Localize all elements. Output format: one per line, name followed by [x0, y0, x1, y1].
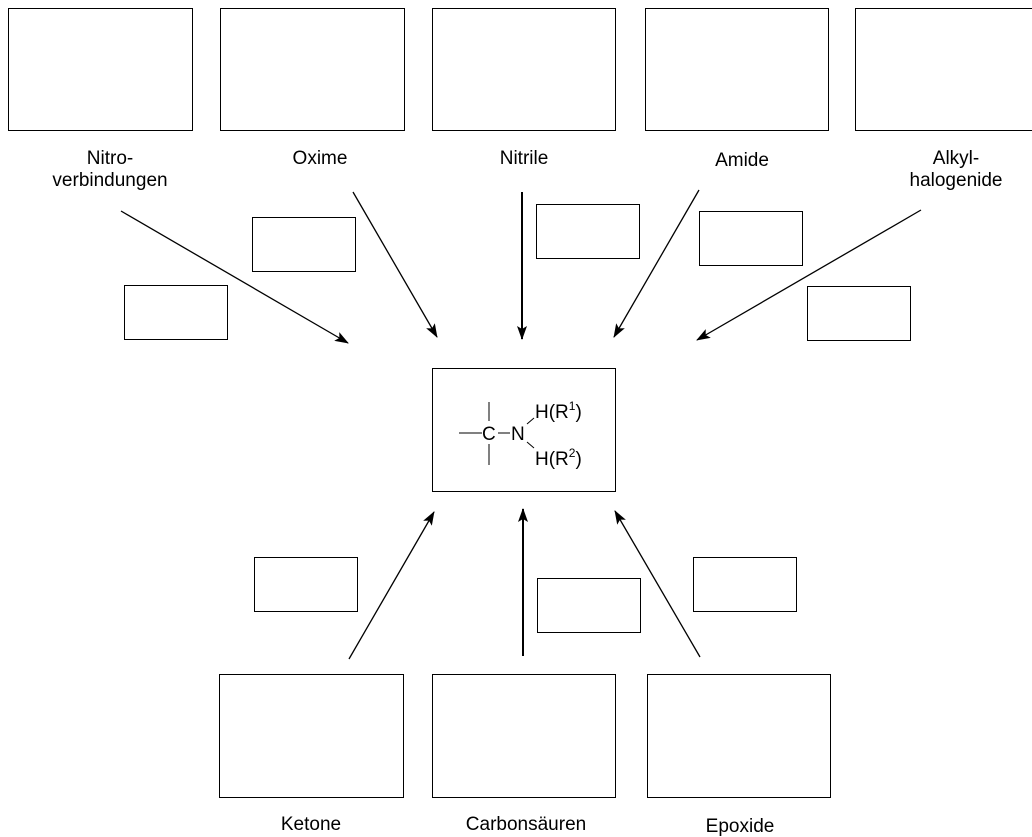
arrow-from-ketone [348, 511, 435, 660]
bond-n-h1 [526, 417, 535, 425]
label-alkyl-line2: halogenide [909, 170, 1003, 191]
reagent-box-alkyl [807, 286, 911, 341]
substituent-r1-sup: 1 [569, 399, 576, 413]
arrow-from-alkyl [696, 209, 922, 341]
label-oxime-text: Oxime [292, 148, 348, 169]
reagent-box-nitro [124, 285, 228, 340]
label-ketone-text: Ketone [280, 814, 342, 835]
structure-box-oxime [220, 8, 405, 131]
reagent-box-ketone [254, 557, 358, 612]
label-amide-text: Amide [715, 150, 769, 171]
substituent-r1-text: H(R [535, 402, 569, 423]
reagent-box-amide [699, 211, 803, 266]
bond-n-h2 [526, 441, 535, 449]
atom-nitrogen: N [511, 424, 525, 445]
reagent-box-carbonsaeuren [537, 578, 641, 633]
substituent-r2-close: ) [575, 449, 581, 470]
label-amide: Amide [715, 150, 769, 172]
structure-box-amide [645, 8, 829, 131]
substituent-r1-close: ) [575, 402, 581, 423]
substituent-r2-sup: 2 [569, 446, 576, 460]
label-nitro: Nitro- verbindungen [52, 148, 167, 192]
label-ketone: Ketone [281, 814, 341, 836]
label-nitro-line1: Nitro- [86, 148, 134, 169]
structure-box-carbonsaeuren [432, 674, 616, 798]
label-carbonsaeuren: Carbonsäuren [466, 814, 586, 836]
substituent-r2-text: H(R [535, 449, 569, 470]
arrow-from-oxime [352, 191, 438, 338]
label-nitrile-text: Nitrile [499, 148, 549, 169]
arrow-from-amide [613, 189, 700, 338]
structure-box-epoxide [647, 674, 831, 798]
arrow-from-nitro [120, 210, 349, 344]
substituent-r1: H(R1) [535, 399, 582, 423]
substituent-r2: H(R2) [535, 446, 582, 470]
label-epoxide: Epoxide [706, 816, 775, 837]
reagent-box-epoxide [693, 557, 797, 612]
structure-box-alkyl [855, 8, 1032, 131]
label-oxime: Oxime [293, 148, 348, 170]
structure-box-ketone [219, 674, 404, 798]
product-box [432, 368, 616, 492]
reagent-box-nitrile [536, 204, 640, 259]
label-epoxide-text: Epoxide [705, 816, 775, 837]
structure-box-nitrile [432, 8, 616, 131]
atom-carbon: C [482, 424, 496, 445]
label-alkyl-line1: Alkyl- [932, 148, 980, 169]
structure-box-nitro [8, 8, 193, 131]
label-nitrile: Nitrile [500, 148, 549, 170]
label-alkyl: Alkyl- halogenide [910, 148, 1003, 192]
arrow-from-epoxide [614, 510, 701, 658]
reagent-box-oxime [252, 217, 356, 272]
label-carbonsaeuren-text: Carbonsäuren [465, 814, 587, 835]
label-nitro-line2: verbindungen [52, 170, 168, 191]
amine-structure: C N H(R1) H(R2) [459, 399, 582, 470]
